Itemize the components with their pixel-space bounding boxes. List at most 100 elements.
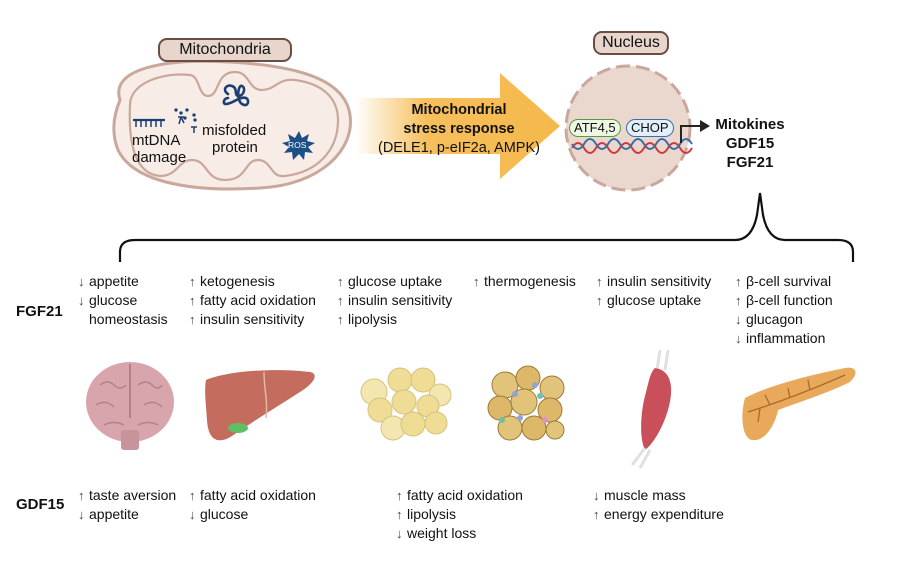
increase-arrow-icon: ↑ [78,488,85,503]
white-adipose-icon [360,367,452,441]
decrease-arrow-icon: ↓ [78,274,85,289]
effect-text: glucose [89,292,138,308]
effect-item: ↑lipolysis [396,505,523,524]
effect-item: ↑thermogenesis [473,272,576,291]
fgf21-effects-pancreas: ↑ β-cell survival ↑ β-cell function ↓glucago… [735,272,833,348]
effect-text: lipolysis [348,311,398,327]
increase-arrow-icon: ↑ [596,293,603,308]
effect-item: ↓ appetite [78,272,168,291]
effect-text: fatty acid oxidation [407,487,523,503]
effect-item: ↑ β-cell survival [735,272,833,291]
effect-item: ↓ muscle mass [593,486,724,505]
decrease-arrow-icon: ↓ [78,507,85,522]
effect-item: ↑insulin sensitivity [337,291,452,310]
effect-item: ↓ appetite [78,505,176,524]
transcription-arrow-icon [680,120,710,143]
effect-item: ↓weight loss [396,524,523,543]
effect-text: fatty acid oxidation [200,487,316,503]
fgf21-row-label: FGF21 [16,303,63,320]
decrease-arrow-icon: ↓ [593,488,600,503]
effect-text: taste aversion [89,487,177,503]
fgf21-effects-muscle: ↑ insulin sensitivity ↑ glucose uptake [596,272,711,310]
gdf15-effects-white-adipose: ↑ fatty acid oxidation ↑lipolysis↓weight l… [396,486,523,543]
effect-item: ↑ insulin sensitivity [189,310,316,329]
mitokine-gdf15: GDF15 [725,135,775,152]
effect-text: glucose [200,506,249,522]
increase-arrow-icon: ↑ [596,274,603,289]
fgf21-effects-liver: ↑ ketogenesis ↑ fatty acid oxidation ↑ insuli… [189,272,316,329]
fgf21-effects-white-adipose: ↑ glucose uptake ↑insulin sensitivity ↑ lipo… [337,272,452,329]
effect-text: β-cell function [746,292,833,308]
increase-arrow-icon: ↑ [735,274,742,289]
damage-label: damage [132,149,187,166]
fgf21-effects-brain: ↓ appetite ↓ glucose homeostasis [78,272,168,328]
protein-label: protein [212,139,258,156]
misfolded-protein-icon [222,84,250,107]
dna-helix-icon [571,138,693,154]
effect-text: β-cell survival [746,273,832,289]
effect-text: insulin sensitivity [348,292,453,308]
target-organs-brace [118,192,855,262]
effect-item: ↑ energy expenditure [593,505,724,524]
effect-text: insulin sensitivity [200,311,305,327]
fgf21-effects-brown-adipose: ↑thermogenesis [473,272,576,291]
stress-response-text: Mitochondrial stress response (DELE1, p-… [352,101,566,158]
stress-response-title-2: stress response [403,121,515,137]
mtdna-damage-icon [133,108,197,133]
effect-text: inflammation [746,330,826,346]
effect-item: ↑ fatty acid oxidation [396,486,523,505]
effect-text: energy expenditure [604,506,724,522]
effect-item: homeostasis [78,310,168,328]
liver-icon [205,370,315,441]
decrease-arrow-icon: ↓ [735,312,742,327]
effect-item: ↓ glucose [78,291,168,310]
effect-item: ↓glucagon [735,310,833,329]
stress-response-title-1: Mitochondrial [411,102,507,118]
decrease-arrow-icon: ↓ [78,293,85,308]
effect-item: ↑ glucose uptake [596,291,711,310]
increase-arrow-icon: ↑ [735,293,742,308]
effect-item: ↑ fatty acid oxidation [189,291,316,310]
effect-text: muscle mass [604,487,686,503]
effect-item: ↑ glucose uptake [337,272,452,291]
mitokines-block: Mitokines GDF15 FGF21 [700,115,800,172]
increase-arrow-icon: ↑ [337,312,344,327]
stress-response-mediators: (DELE1, p-eIF2a, AMPK) [378,140,540,156]
pancreas-icon [742,367,856,441]
effect-item: ↓inflammation [735,329,833,348]
brain-icon [86,362,174,450]
increase-arrow-icon: ↑ [189,312,196,327]
chop-tag: CHOP [626,119,674,137]
gdf15-row-label: GDF15 [16,496,65,513]
effect-text: appetite [89,273,139,289]
increase-arrow-icon: ↑ [189,274,196,289]
effect-item: ↑ taste aversion [78,486,176,505]
mitokine-fgf21: FGF21 [726,154,774,171]
increase-arrow-icon: ↑ [337,274,344,289]
increase-arrow-icon: ↑ [189,488,196,503]
mitochondria-label: Mitochondria [158,38,292,62]
effect-text: glucose uptake [607,292,702,308]
gdf15-effects-liver: ↑fatty acid oxidation↓glucose [189,486,316,524]
effect-text: fatty acid oxidation [200,292,316,308]
mtdna-label: mtDNA [132,132,181,149]
ros-star-icon [282,131,315,160]
effect-text: insulin sensitivity [607,273,712,289]
misfolded-label: misfolded [202,122,267,139]
gdf15-effects-brain: ↑ taste aversion ↓ appetite [78,486,176,524]
effect-text: ketogenesis [200,273,275,289]
increase-arrow-icon: ↑ [473,274,480,289]
effect-text: glucose uptake [348,273,443,289]
muscle-icon [630,349,672,469]
effect-text: appetite [89,506,139,522]
gdf15-effects-muscle: ↓ muscle mass ↑ energy expenditure [593,486,724,524]
ros-label: ROS [288,140,307,150]
increase-arrow-icon: ↑ [396,488,403,503]
effect-text: lipolysis [407,506,457,522]
effect-item: ↑ fatty acid oxidation [189,486,316,505]
nucleus-label: Nucleus [593,31,669,55]
increase-arrow-icon: ↑ [189,293,196,308]
effect-item: ↑ β-cell function [735,291,833,310]
increase-arrow-icon: ↑ [593,507,600,522]
